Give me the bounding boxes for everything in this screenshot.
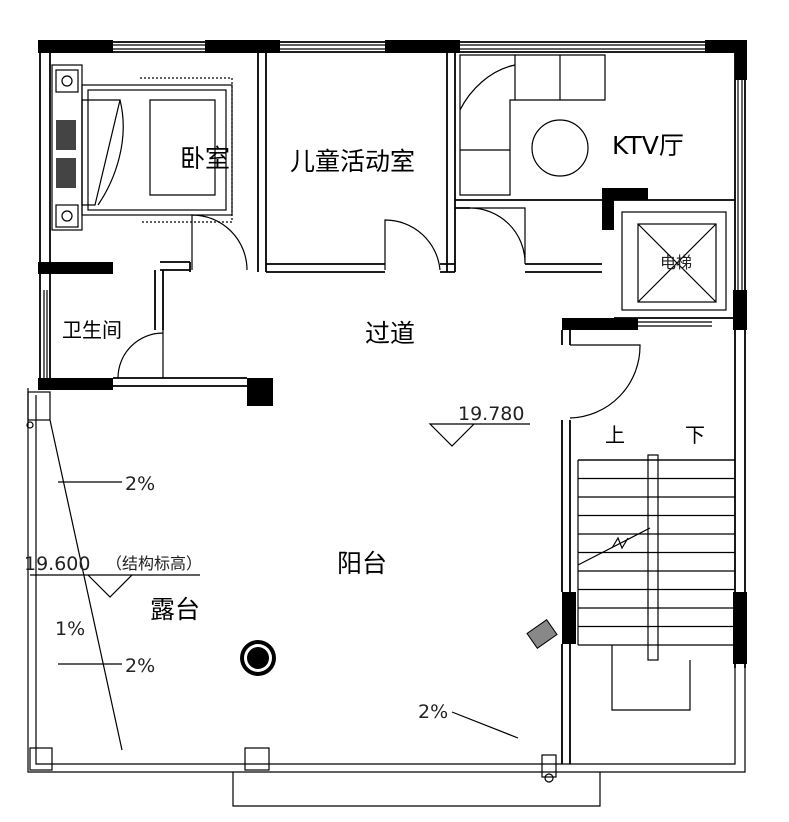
room-label-bathroom: 卫生间 <box>62 318 122 342</box>
room-label-ktv: KTV厅 <box>612 131 684 160</box>
elevation-marker-terrace <box>30 574 200 598</box>
slope-terrace-upper: 2% <box>125 473 155 495</box>
slope-terrace-lower: 2% <box>125 655 155 677</box>
top-windows <box>43 44 743 378</box>
elevation-balcony: 19.780 <box>458 403 524 425</box>
elevation-terrace: 19.600 <box>24 553 90 575</box>
elevation-marker-balcony <box>428 423 530 447</box>
fixtures <box>26 391 558 783</box>
stair-landing <box>611 645 691 711</box>
room-label-bedroom: 卧室 <box>180 144 230 173</box>
room-label-terrace: 露台 <box>150 595 200 624</box>
slope-terrace-gutter: 1% <box>55 618 85 640</box>
room-label-balcony: 阳台 <box>337 549 387 578</box>
stair-label-up: 上 <box>605 423 625 447</box>
staircase <box>577 454 735 711</box>
stair-label-down: 下 <box>685 423 705 447</box>
stair-break-line <box>577 527 651 566</box>
room-label-kids-room: 儿童活动室 <box>290 147 415 176</box>
outer-walls <box>27 41 746 807</box>
room-label-corridor: 过道 <box>365 319 415 348</box>
terrace-diagonal <box>49 419 123 751</box>
elevator-shaft <box>621 211 727 311</box>
stair-handrail <box>647 454 659 661</box>
wall-columns <box>38 40 747 664</box>
slope-leader-balcony <box>451 711 519 739</box>
ktv-sofa <box>459 54 606 196</box>
slope-balcony: 2% <box>418 701 448 723</box>
room-label-elevator: 电梯 <box>660 253 692 272</box>
elevation-terrace-note: （结构标高） <box>106 554 202 573</box>
bed <box>51 64 233 231</box>
interior-walls <box>113 52 735 764</box>
